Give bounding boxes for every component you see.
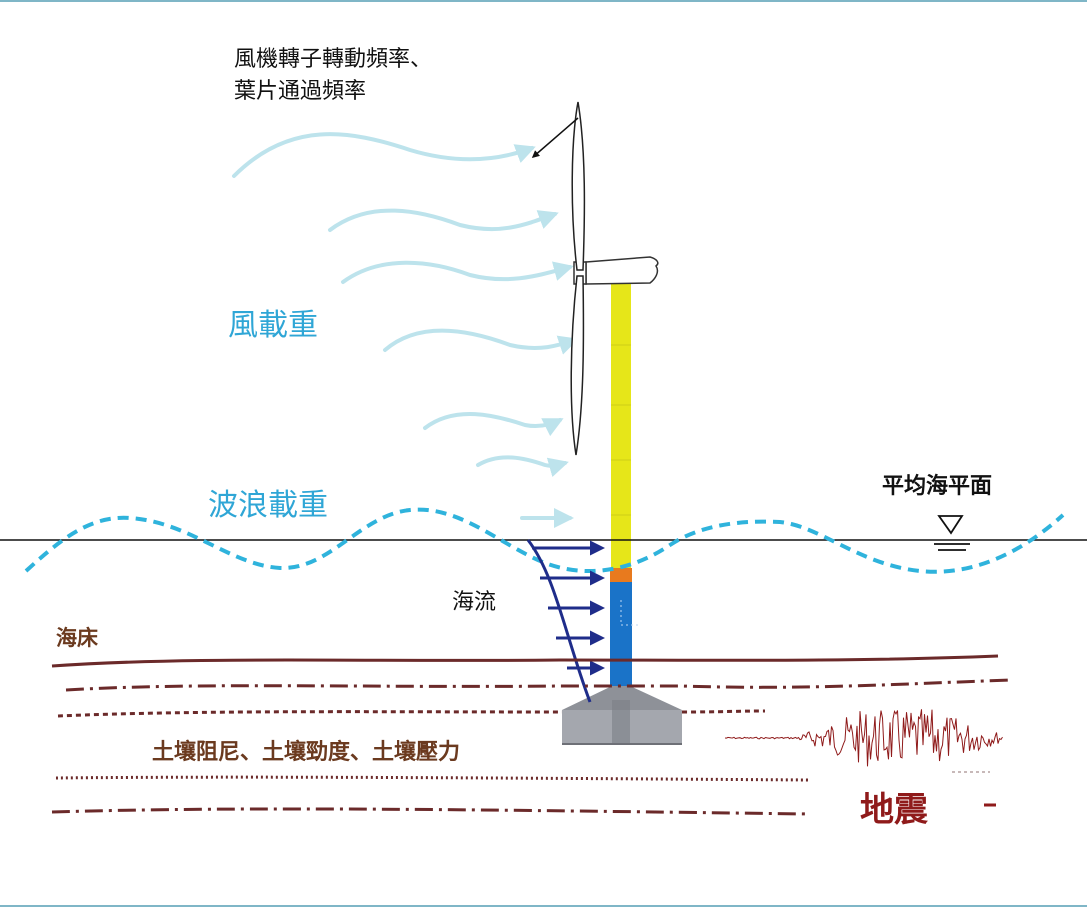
- wind-arrow: [423, 411, 564, 437]
- foundation-base: [562, 686, 682, 745]
- monopile: [610, 582, 632, 686]
- rotor-frequency-label: 風機轉子轉動頻率、 葉片通過頻率: [234, 44, 432, 108]
- transition-piece: [610, 568, 632, 582]
- soil-layer-line: [57, 710, 563, 718]
- rotor-arrow: [531, 117, 579, 158]
- wind-arrow: [383, 328, 579, 355]
- wind-arrow: [328, 208, 559, 232]
- rotor-frequency-line-1: 風機轉子轉動頻率、: [234, 47, 433, 72]
- seabed-line: [51, 654, 999, 668]
- rotor-blades: [570, 101, 586, 456]
- current-profile: [526, 539, 605, 703]
- wind-arrow: [232, 132, 536, 178]
- soil-layer-line: [681, 709, 766, 714]
- earthquake-label: 地震: [860, 790, 928, 830]
- sea-level-triangle-icon: [934, 515, 970, 551]
- wave-line: [24, 507, 1065, 574]
- current-label: 海流: [452, 590, 497, 615]
- wind-arrow: [341, 260, 574, 284]
- wind-arrow: [476, 455, 569, 478]
- soil-layer-line: [51, 807, 811, 816]
- seismograph-waveform: [724, 709, 1003, 767]
- turbine-tower: [611, 283, 631, 570]
- wind-arrows: [232, 132, 579, 528]
- rotor-frequency-line-2: 葉片通過頻率: [234, 79, 367, 104]
- wave-load-label: 波浪載重: [208, 488, 328, 523]
- soil-layer-line: [65, 678, 1011, 692]
- soil-layer-line: [55, 775, 811, 782]
- soil-properties-label: 土壤阻尼、土壤勁度、土壤壓力: [152, 740, 461, 765]
- seabed-label: 海床: [56, 626, 98, 650]
- nacelle: [573, 256, 659, 285]
- wind-load-label: 風載重: [228, 308, 318, 343]
- mean-sea-level-label: 平均海平面: [882, 474, 993, 499]
